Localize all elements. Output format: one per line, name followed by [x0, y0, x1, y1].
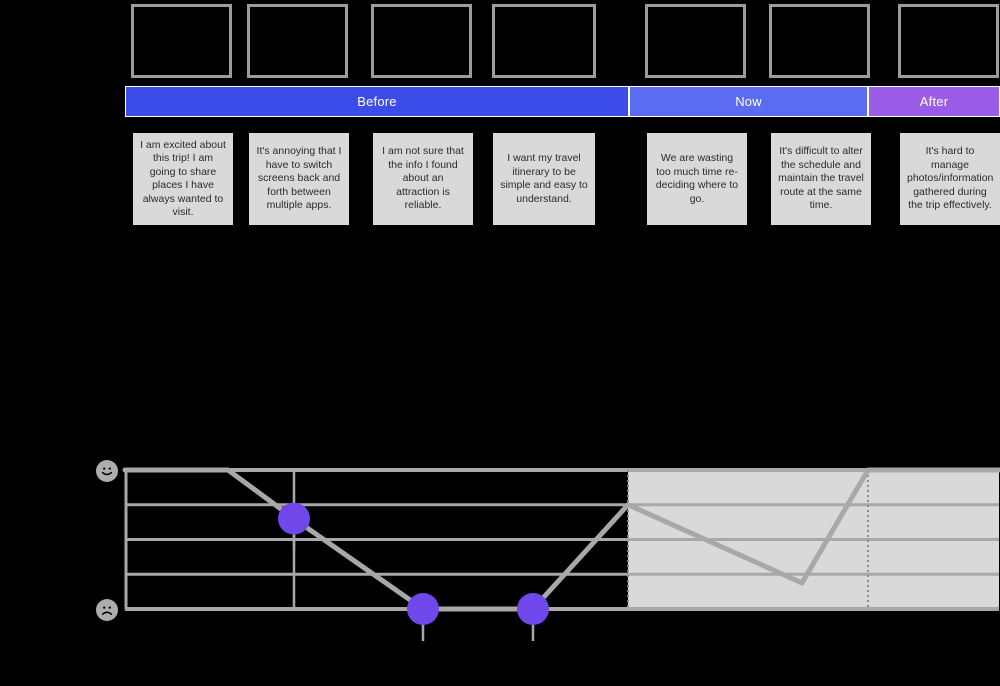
phase-before-label: Before — [357, 94, 397, 109]
phase-before[interactable]: Before — [125, 86, 629, 117]
quote-card-6: It's difficult to alter the schedule and… — [771, 133, 871, 225]
quote-card-4: I want my travel itinerary to be simple … — [493, 133, 595, 225]
quote-card-5: We are wasting too much time re-deciding… — [647, 133, 747, 225]
thumbnail-4[interactable] — [492, 4, 596, 78]
phase-after-label: After — [919, 94, 949, 109]
quote-text-1: I am excited about this trip! I am going… — [140, 138, 226, 219]
quote-card-1: I am excited about this trip! I am going… — [133, 133, 233, 225]
phase-now-label: Now — [735, 94, 762, 109]
touchpoint-1[interactable] — [278, 502, 310, 535]
quote-text-3: I am not sure that the info I found abou… — [382, 145, 464, 212]
thumbnail-3[interactable] — [371, 4, 472, 78]
quote-card-2: It's annoying that I have to switch scre… — [249, 133, 349, 225]
quote-text-6: It's difficult to alter the schedule and… — [778, 145, 864, 212]
phase-bar: Before Now After — [0, 86, 1000, 119]
quote-text-2: It's annoying that I have to switch scre… — [256, 145, 342, 212]
thumbnail-6[interactable] — [769, 4, 870, 78]
quote-card-7: It's hard to manage photos/information g… — [900, 133, 1000, 225]
quote-text-4: I want my travel itinerary to be simple … — [500, 152, 588, 205]
quote-text-5: We are wasting too much time re-deciding… — [655, 152, 739, 205]
emotion-journey-chart — [0, 228, 1000, 641]
quote-row: I am excited about this trip! I am going… — [0, 133, 1000, 225]
touchpoint-3[interactable] — [517, 593, 549, 625]
phase-after[interactable]: After — [868, 86, 1000, 117]
phase-now[interactable]: Now — [629, 86, 868, 117]
touchpoint-2[interactable] — [407, 593, 439, 625]
quote-text-7: It's hard to manage photos/information g… — [907, 145, 994, 212]
emotion-curve-plot — [122, 467, 1000, 641]
thumbnail-5[interactable] — [645, 4, 746, 78]
quote-card-3: I am not sure that the info I found abou… — [373, 133, 473, 225]
thumbnail-2[interactable] — [247, 4, 348, 78]
thumbnail-1[interactable] — [131, 4, 232, 78]
thumbnail-row — [0, 0, 1000, 85]
thumbnail-7[interactable] — [898, 4, 999, 78]
